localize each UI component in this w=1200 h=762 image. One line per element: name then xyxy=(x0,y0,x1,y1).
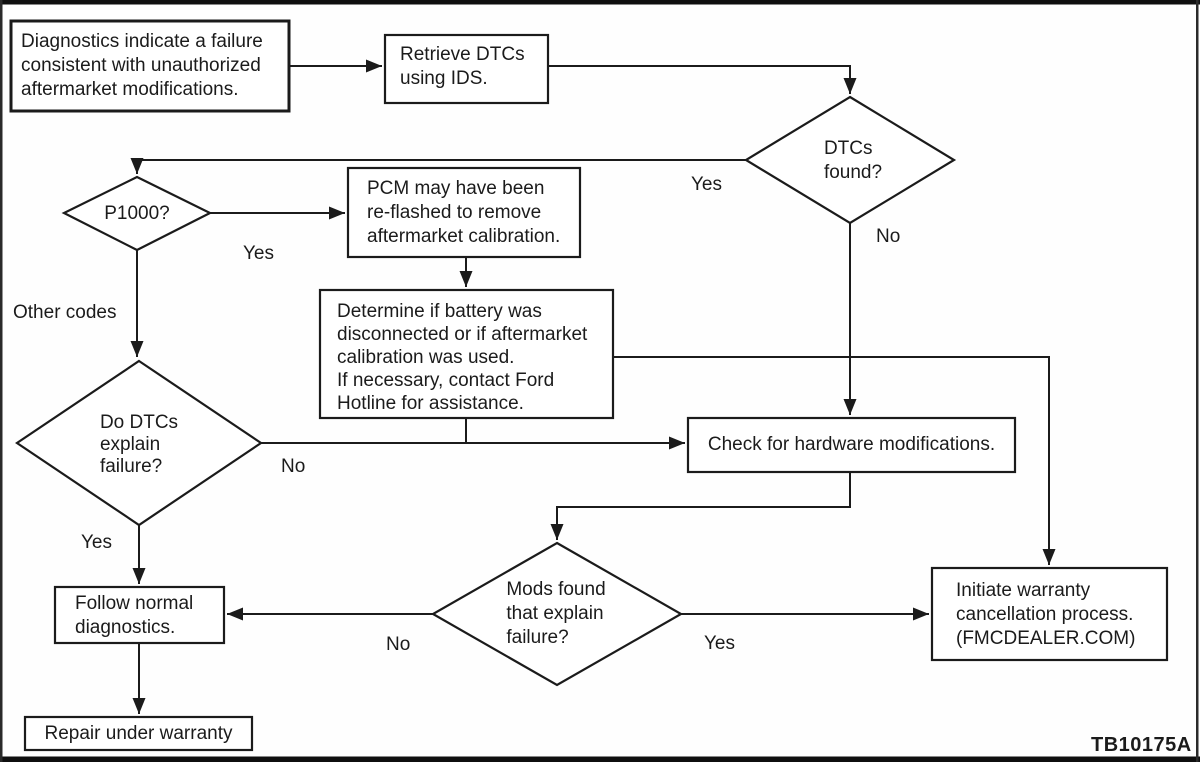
text-line: P1000? xyxy=(104,203,170,224)
node-check-box xyxy=(686,416,1017,474)
edge-label-mods-yes: Yes xyxy=(704,633,735,654)
frame-right xyxy=(1196,0,1199,762)
node-mods-text: Mods found that explain failure? xyxy=(506,578,605,650)
node-dtcs-found-diamond xyxy=(743,95,957,225)
text-line: aftermarket calibration. xyxy=(367,226,561,247)
text-line: Do DTCs xyxy=(99,412,179,433)
node-explain-text: Do DTCs explain failure? xyxy=(100,412,178,478)
node-repair-text: Repair under warranty xyxy=(25,717,252,750)
node-explain-diamond xyxy=(15,359,263,527)
node-pcm-box xyxy=(346,166,582,259)
text-line: Check for hardware modifications. xyxy=(707,434,996,455)
text-line: Diagnostics indicate a failure xyxy=(21,31,263,52)
text-line: aftermarket modifications. xyxy=(21,79,239,100)
text-line: re-flashed to remove xyxy=(367,202,542,223)
text-line: Repair under warranty xyxy=(44,722,233,744)
connector-dtcsfound-yes-to-p1000 xyxy=(130,158,746,174)
text-line: If necessary, contact Ford xyxy=(337,370,555,391)
node-pcm-text: PCM may have been re-flashed to remove a… xyxy=(367,177,560,249)
node-retrieve-text: Retrieve DTCs using IDS. xyxy=(400,43,525,91)
text-line: that explain xyxy=(506,603,604,624)
text-line: Follow normal xyxy=(75,593,194,614)
figure-code: TB10175A xyxy=(1091,734,1192,756)
node-start-text: Diagnostics indicate a failure consisten… xyxy=(21,30,263,102)
edge-label-explain-no: No xyxy=(281,456,306,477)
node-initiate-box xyxy=(930,566,1169,662)
connector-determine-to-initiate xyxy=(613,356,1056,565)
edge-label-dtcs-found-no: No xyxy=(876,226,901,247)
text-line: found? xyxy=(823,162,883,183)
node-determine-text: Determine if battery was disconnected or… xyxy=(337,300,587,415)
node-dtcs-found-text: DTCs found? xyxy=(824,137,882,185)
connector-retrieve-to-dtcsfound xyxy=(548,65,857,94)
text-line: diagnostics. xyxy=(75,617,176,638)
text-line: calibration was used. xyxy=(337,347,515,368)
text-line: Retrieve DTCs xyxy=(400,44,525,65)
node-check-text: Check for hardware modifications. xyxy=(688,418,1015,472)
text-line: Hotline for assistance. xyxy=(337,393,524,414)
node-initiate-text: Initiate warranty cancellation process. … xyxy=(956,579,1135,651)
node-follow-box xyxy=(53,585,226,645)
edge-label-p1000-yes: Yes xyxy=(243,243,274,264)
node-p1000-text: P1000? xyxy=(104,202,170,226)
text-line: DTCs xyxy=(823,138,873,159)
text-line: Determine if battery was xyxy=(337,301,542,322)
node-retrieve-box xyxy=(383,33,550,105)
text-line: (FMCDEALER.COM) xyxy=(956,628,1136,649)
node-determine-box xyxy=(318,288,615,420)
node-follow-text: Follow normal diagnostics. xyxy=(75,592,193,640)
frame-top xyxy=(0,0,1200,5)
text-line: failure? xyxy=(506,627,569,648)
edge-label-mods-no: No xyxy=(386,634,411,655)
frame-bottom xyxy=(0,756,1200,762)
node-mods-diamond xyxy=(430,541,684,687)
node-repair-box xyxy=(23,715,254,752)
node-start-box xyxy=(9,19,291,113)
edge-label-explain-yes: Yes xyxy=(81,532,112,553)
node-p1000-diamond xyxy=(61,175,213,252)
frame-left xyxy=(0,0,3,762)
text-line: consistent with unauthorized xyxy=(21,55,261,76)
text-line: PCM may have been xyxy=(367,178,545,199)
text-line: using IDS. xyxy=(400,68,488,89)
edge-label-p1000-other-codes: Other codes xyxy=(13,302,117,323)
text-line: explain xyxy=(99,434,161,455)
text-line: failure? xyxy=(99,456,163,477)
text-line: disconnected or if aftermarket xyxy=(337,324,588,345)
text-line: Mods found xyxy=(506,579,606,600)
edge-label-dtcs-found-yes: Yes xyxy=(691,174,722,195)
text-line: Initiate warranty xyxy=(956,580,1091,601)
text-line: cancellation process. xyxy=(956,604,1134,625)
connector-check-to-mods xyxy=(550,472,851,540)
